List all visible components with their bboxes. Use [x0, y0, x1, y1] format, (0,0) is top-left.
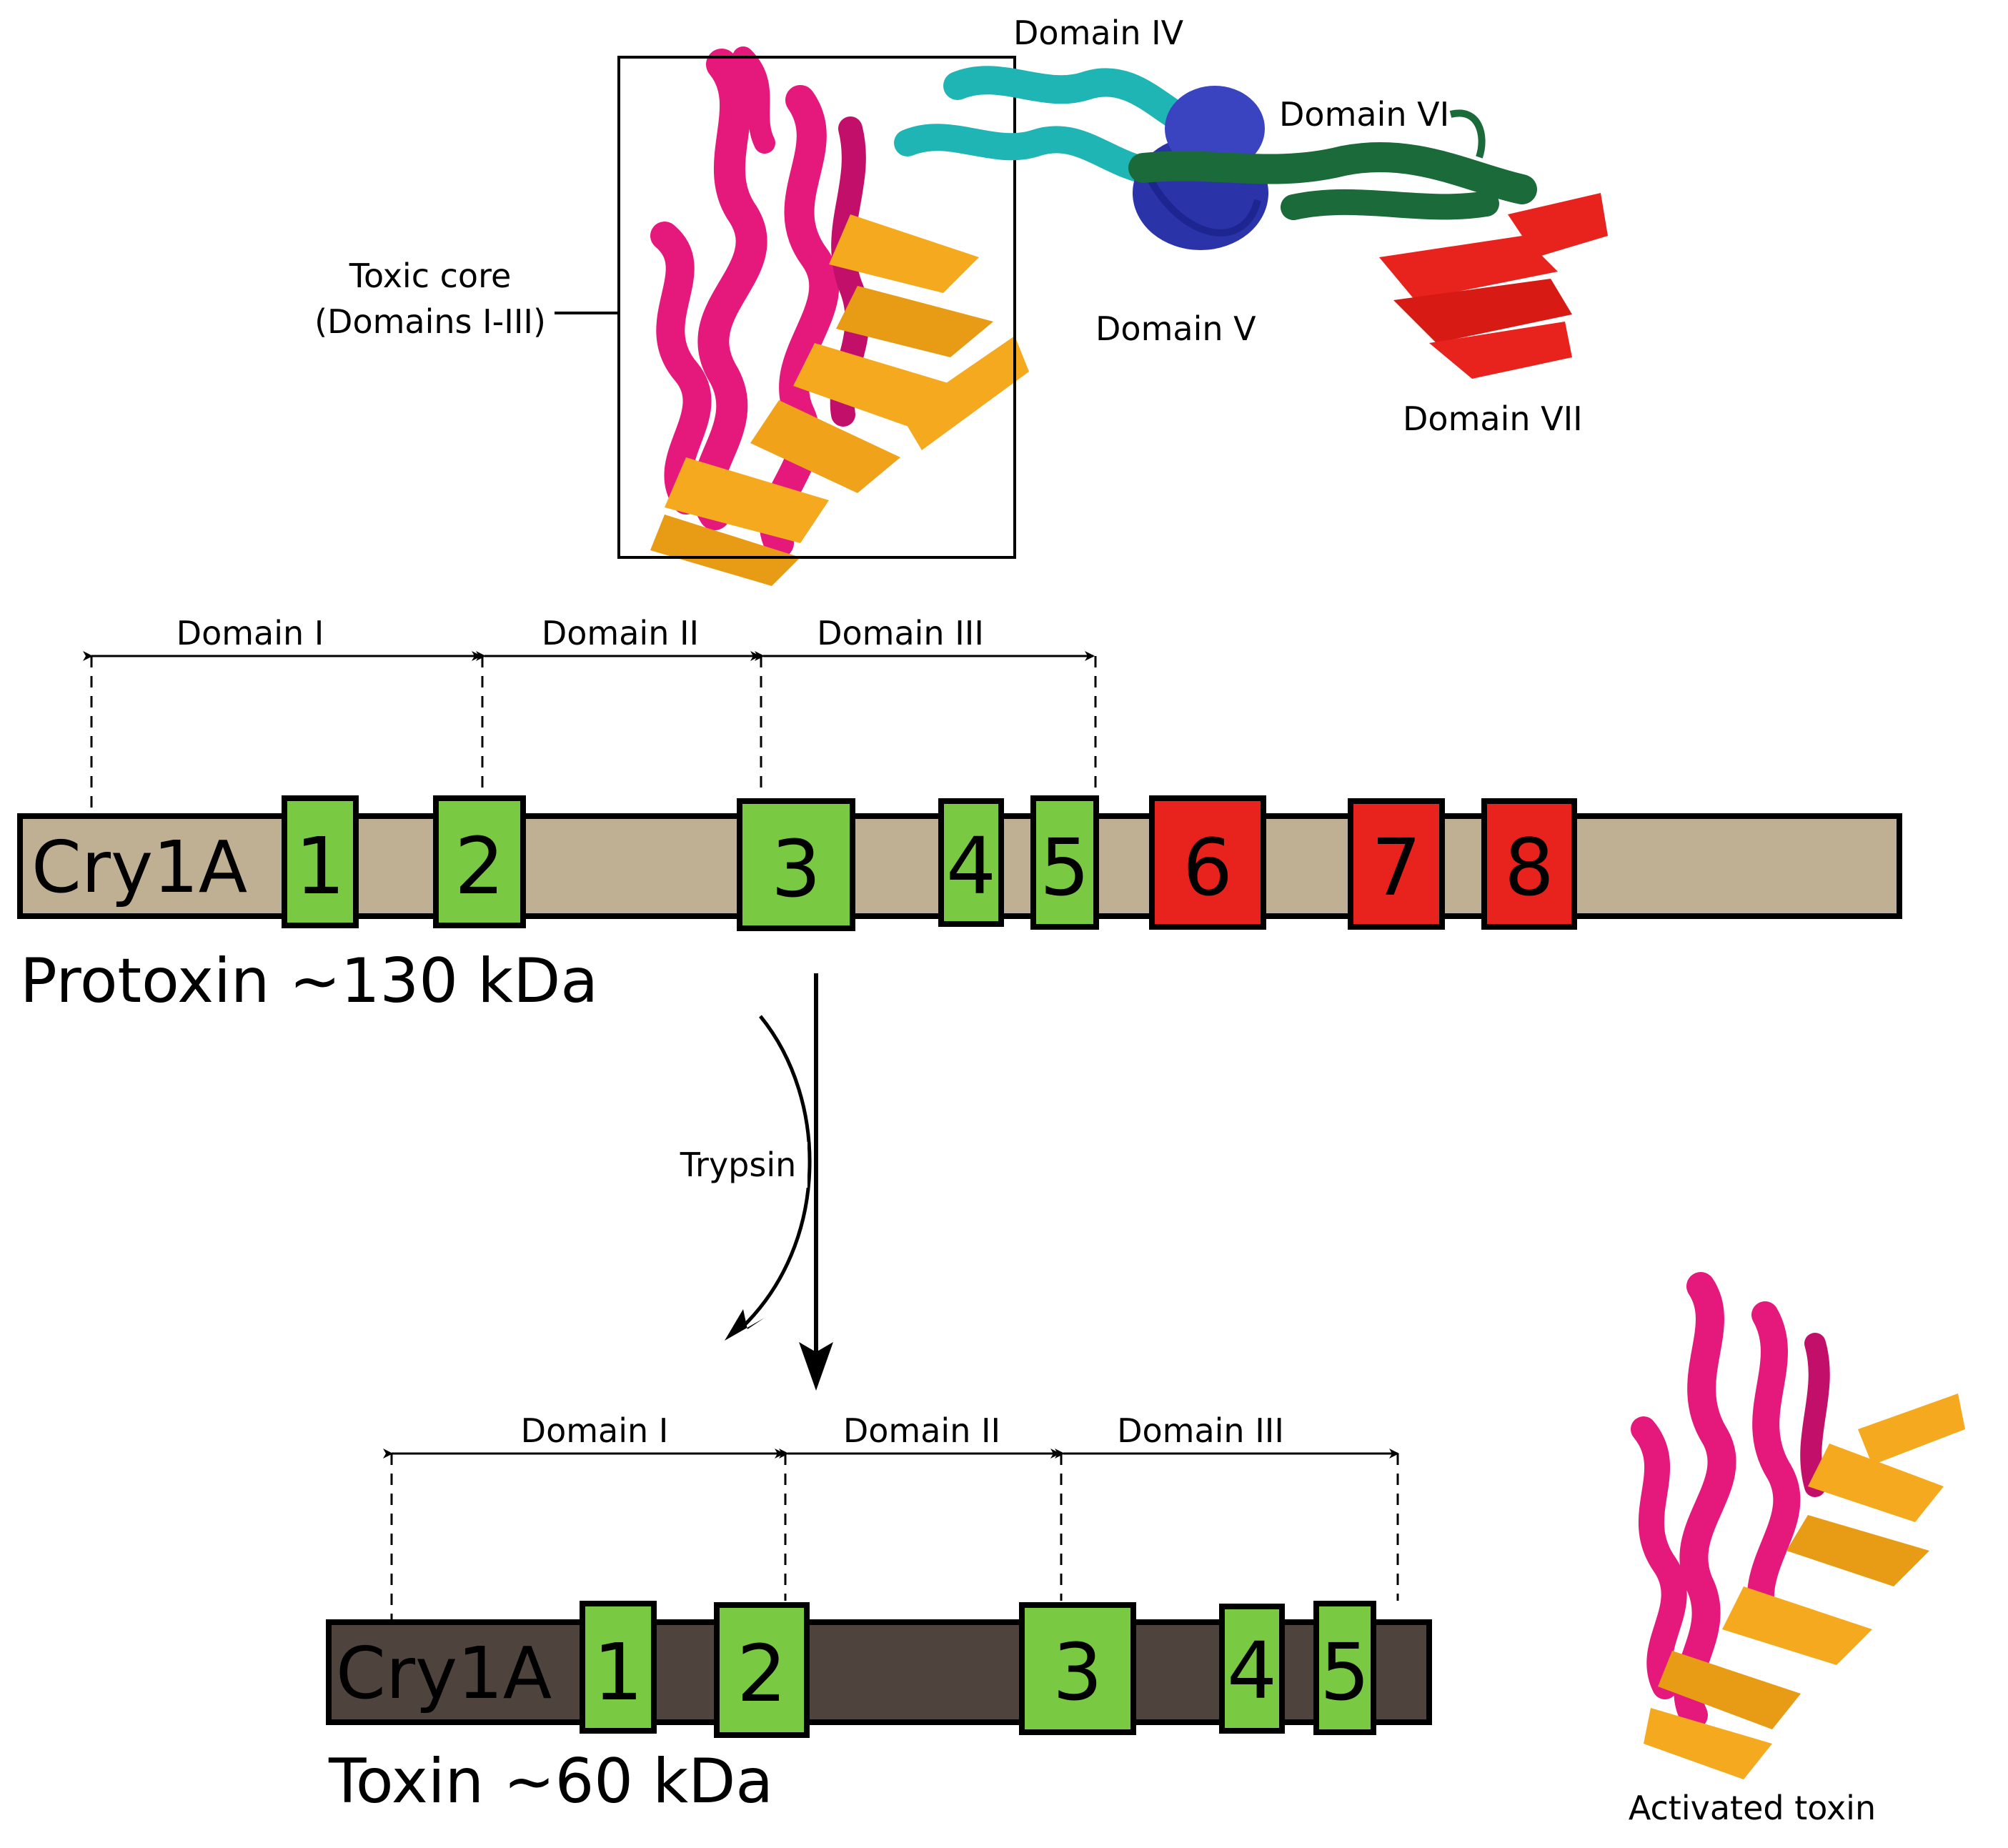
toxin-map: Domain I Domain II Domain III Cry1A 1 2 …	[326, 1411, 1432, 1817]
protoxin-segment-4	[938, 798, 1004, 927]
protoxin-segment-8	[1481, 798, 1577, 930]
trypsin-curved-arrowhead	[725, 1309, 765, 1341]
protoxin-segment-1	[282, 795, 359, 928]
protoxin-segment-7	[1348, 798, 1445, 930]
domain-iv-helices	[894, 66, 1201, 185]
activated-toxin-illustration: Activated toxin	[1629, 1272, 1965, 1827]
domain-ii-iii-sheets	[650, 214, 1029, 586]
toxin-cry1a-label: Cry1A	[336, 1631, 552, 1715]
label-toxic-core-domains: (Domains I-III)	[314, 302, 546, 341]
activated-toxin-label: Activated toxin	[1629, 1789, 1876, 1827]
toxin-segment-4	[1219, 1604, 1285, 1734]
protoxin-segment-5-label: 5	[1040, 822, 1090, 913]
protoxin-segment-3	[737, 798, 855, 931]
protoxin-segment-6-label: 6	[1183, 822, 1233, 913]
protoxin-segment-3-label: 3	[771, 823, 821, 915]
toxin-caption: Toxin ~60 kDa	[328, 1746, 773, 1817]
protoxin-segment-1-label: 1	[295, 820, 345, 912]
domain-i-helices	[650, 46, 870, 558]
toxin-segment-5-label: 5	[1320, 1626, 1370, 1718]
protoxin-segment-2	[433, 795, 526, 928]
toxin-segment-2	[714, 1602, 810, 1738]
protoxin-cry1a-label: Cry1A	[31, 825, 247, 909]
protoxin-segment-2-label: 2	[454, 820, 505, 912]
protoxin-domain-i-label: Domain I	[177, 614, 324, 652]
protoxin-segment-6	[1149, 795, 1266, 930]
toxin-segment-3	[1019, 1602, 1136, 1735]
toxin-segment-2-label: 2	[737, 1628, 787, 1719]
domain-vii-sheets	[1379, 193, 1608, 379]
main-down-arrowhead	[799, 1342, 833, 1391]
toxin-segment-5	[1313, 1601, 1376, 1735]
domain-vi-helices	[1128, 109, 1537, 220]
label-domain-vi: Domain VI	[1279, 95, 1449, 134]
protoxin-segment-8-label: 8	[1504, 822, 1554, 913]
cleavage-step: Trypsin	[665, 973, 833, 1391]
toxic-core-box	[617, 56, 1016, 559]
label-domain-v: Domain V	[1095, 309, 1256, 348]
toxin-segment-1-label: 1	[593, 1626, 643, 1718]
protoxin-segment-7-label: 7	[1371, 822, 1421, 913]
protoxin-domain-ii-label: Domain II	[542, 614, 699, 652]
protoxin-map: Domain I Domain II Domain III Cry1A 1 2 …	[17, 614, 1902, 1017]
protoxin-caption: Protoxin ~130 kDa	[20, 945, 598, 1017]
toxin-domain-ii-label: Domain II	[843, 1411, 1000, 1450]
toxin-segment-4-label: 4	[1227, 1625, 1277, 1717]
toxin-domain-i-label: Domain I	[521, 1411, 669, 1450]
toxin-segment-1	[580, 1601, 657, 1734]
trypsin-label: Trypsin	[680, 1146, 797, 1184]
protoxin-domain-iii-label: Domain III	[817, 614, 984, 652]
toxin-segment-3-label: 3	[1053, 1626, 1103, 1718]
label-domain-vii: Domain VII	[1403, 399, 1583, 438]
protein-structure-illustration: Domain IV Domain VI Domain V Domain VII …	[314, 14, 1608, 586]
toxin-domain-iii-label: Domain III	[1117, 1411, 1284, 1450]
label-toxic-core: Toxic core	[349, 257, 512, 295]
protoxin-segment-5	[1030, 795, 1099, 930]
label-domain-iv: Domain IV	[1013, 14, 1184, 52]
trypsin-curved-arrow	[740, 1015, 812, 1329]
protoxin-segment-4-label: 4	[946, 820, 996, 912]
trypsin-label-bg	[665, 1142, 807, 1188]
